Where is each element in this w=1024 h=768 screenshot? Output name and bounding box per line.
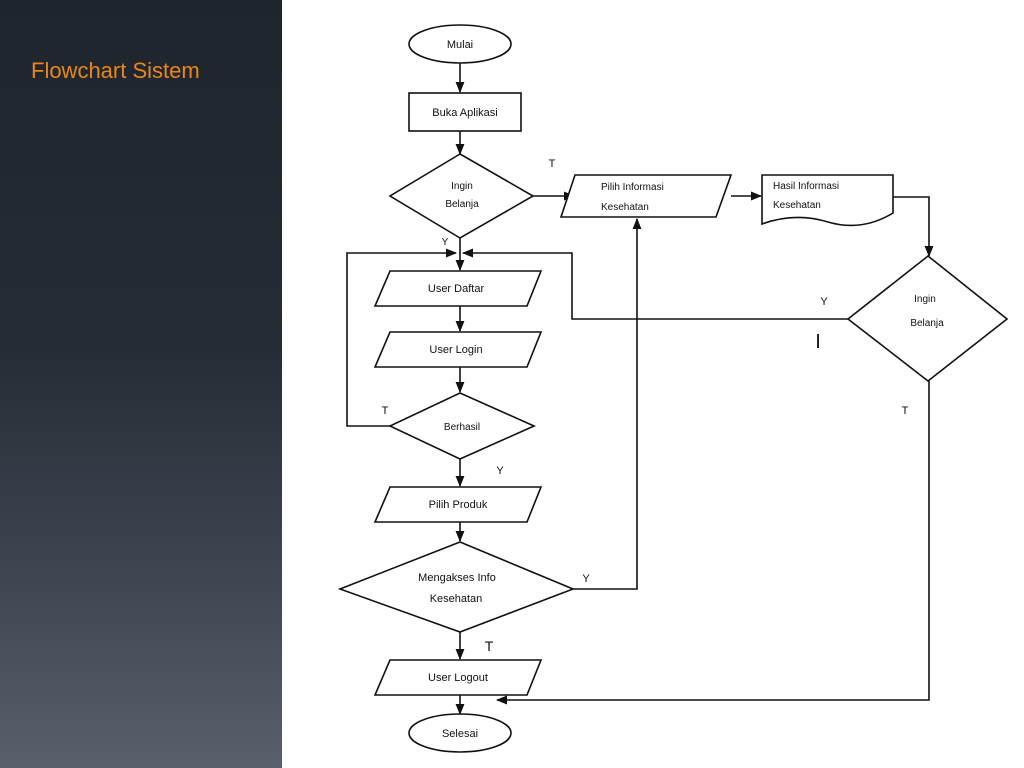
edge-decision2-yes-back — [461, 248, 848, 320]
success-label: Berhasil — [444, 422, 480, 433]
info-result-label-line2: Kesehatan — [773, 200, 821, 211]
access-info-label-line2: Kesehatan — [430, 593, 483, 605]
edge-decision2-no-logout — [495, 381, 930, 705]
success-yes-label: Y — [496, 465, 504, 477]
edge-result-decision2 — [893, 196, 934, 258]
want-shop-yes-label: Y — [442, 237, 449, 248]
success-decision — [388, 392, 536, 460]
want-shop-2-decision — [846, 254, 1009, 383]
choose-info-io — [559, 174, 733, 218]
access-info-yes-label: Y — [582, 573, 590, 585]
want-shop-2-yes-label: Y — [820, 296, 828, 308]
want-shop-no-label: T — [549, 158, 556, 170]
start-label: Mulai — [447, 39, 473, 51]
user-register-io — [373, 270, 543, 307]
access-info-decision — [337, 541, 576, 633]
want-shop-label-line1: Ingin — [451, 181, 473, 192]
choose-info-label-line2: Kesehatan — [601, 202, 649, 213]
edge-access-yes-info — [572, 217, 642, 590]
user-login-io — [373, 331, 543, 368]
slide-title: Flowchart Sistem — [31, 58, 200, 83]
user-login-label: User Login — [429, 344, 482, 356]
access-info-no-label: T — [485, 638, 494, 654]
success-no-label: T — [382, 405, 389, 417]
open-app-process — [408, 92, 522, 132]
flowchart-canvas: Mulai Buka Aplikasi Ingin Belanja Pilih … — [282, 0, 1024, 768]
user-logout-label: User Logout — [428, 672, 488, 684]
end-terminal — [408, 713, 512, 753]
sidebar-panel: Flowchart Sistem — [0, 0, 282, 768]
end-label: Selesai — [442, 728, 478, 740]
access-info-label-line1: Mengakses Info — [418, 572, 496, 584]
choose-info-label-line1: Pilih Informasi — [601, 182, 664, 193]
open-app-label: Buka Aplikasi — [432, 107, 497, 119]
user-logout-io — [373, 659, 543, 696]
choose-product-io — [373, 486, 543, 523]
start-terminal — [408, 24, 512, 64]
want-shop-2-no-label: T — [902, 405, 909, 417]
user-register-label: User Daftar — [428, 283, 485, 295]
want-shop-decision — [388, 153, 535, 239]
want-shop-2-label-line2: Belanja — [910, 318, 944, 329]
edge-success-no-back — [346, 248, 458, 427]
want-shop-2-label-line1: Ingin — [914, 294, 936, 305]
choose-product-label: Pilih Produk — [429, 499, 488, 511]
flowchart-diagram: Mulai Buka Aplikasi Ingin Belanja Pilih … — [337, 24, 1009, 753]
want-shop-label-line2: Belanja — [445, 199, 479, 210]
info-result-document — [761, 174, 894, 227]
text-cursor-mark: I — [815, 331, 821, 353]
info-result-label-line1: Hasil Informasi — [773, 181, 839, 192]
